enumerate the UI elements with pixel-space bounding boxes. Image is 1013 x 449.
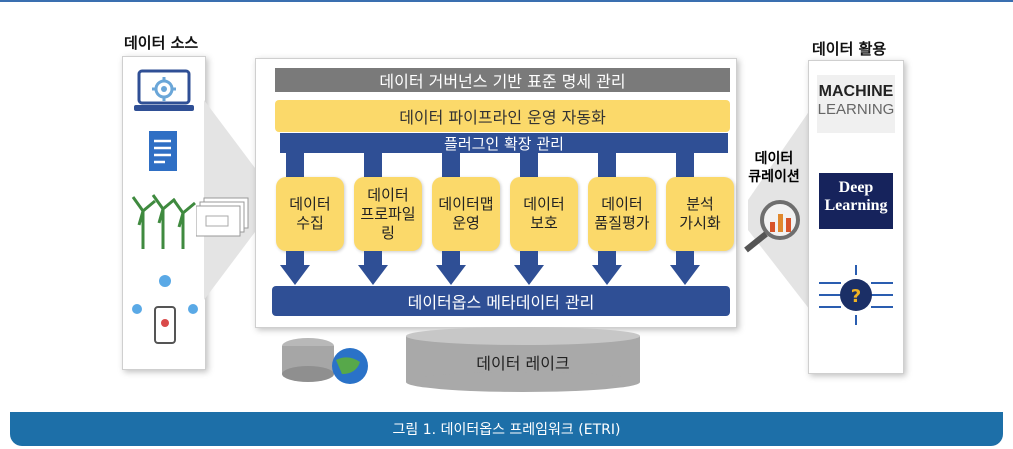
- wind-turbine-icon: [131, 194, 196, 249]
- figure-caption: 그림 1. 데이터옵스 프레임워크 (ETRI): [10, 412, 1003, 446]
- machine-learning-badge: MACHINE LEARNING: [817, 75, 895, 133]
- step-collect-label: 데이터 수집: [289, 195, 331, 232]
- step-visualize-label: 분석 가시화: [679, 195, 721, 232]
- step-quality: 데이터 품질평가: [588, 177, 656, 251]
- top-arrows: [286, 153, 694, 177]
- step-profiling: 데이터 프로파일링: [354, 177, 422, 251]
- smart-devices-icon: [132, 275, 198, 344]
- step-datamap: 데이터맵 운영: [432, 177, 500, 251]
- document-icon: [149, 131, 177, 171]
- data-files-icon: [196, 197, 249, 237]
- svg-text:?: ?: [851, 286, 861, 307]
- step-profiling-label: 데이터 프로파일링: [360, 185, 416, 242]
- pipeline-bar: 데이터 파이프라인 운영 자동화: [275, 100, 730, 132]
- data-lake-cylinder: [406, 327, 640, 392]
- plugin-bar: 플러그인 확장 관리: [280, 133, 728, 153]
- usage-title: 데이터 활용: [812, 40, 887, 58]
- sources-panel: [122, 56, 206, 370]
- top-rule: [0, 0, 1013, 2]
- dl-line1: Deep: [838, 179, 874, 196]
- step-quality-label: 데이터 품질평가: [594, 195, 650, 232]
- deep-learning-badge: Deep Learning: [819, 173, 893, 229]
- step-visualize: 분석 가시화: [666, 177, 734, 251]
- ai-circuit-icon: ?: [819, 265, 893, 325]
- step-protect-label: 데이터 보호: [523, 195, 565, 232]
- curation-label: 데이터 큐레이션: [748, 151, 800, 185]
- magnifier-chart-icon: [744, 200, 800, 253]
- sources-title: 데이터 소스: [124, 34, 199, 52]
- step-collect: 데이터 수집: [276, 177, 344, 251]
- laptop-gear-icon: [134, 69, 194, 111]
- meta-bar: 데이터옵스 메타데이터 관리: [272, 286, 730, 316]
- usage-panel: MACHINE LEARNING Deep Learning ?: [808, 60, 904, 374]
- step-datamap-label: 데이터맵 운영: [438, 195, 494, 232]
- governance-bar: 데이터 거버넌스 기반 표준 명세 관리: [275, 68, 730, 92]
- data-lake-label: 데이터 레이크: [476, 354, 570, 373]
- bottom-arrows: [280, 251, 700, 285]
- step-protect: 데이터 보호: [510, 177, 578, 251]
- ml-line2: LEARNING: [817, 101, 895, 118]
- dl-line2: Learning: [824, 197, 888, 214]
- ml-line1: MACHINE: [818, 83, 894, 100]
- database-globe-icon: [282, 338, 368, 384]
